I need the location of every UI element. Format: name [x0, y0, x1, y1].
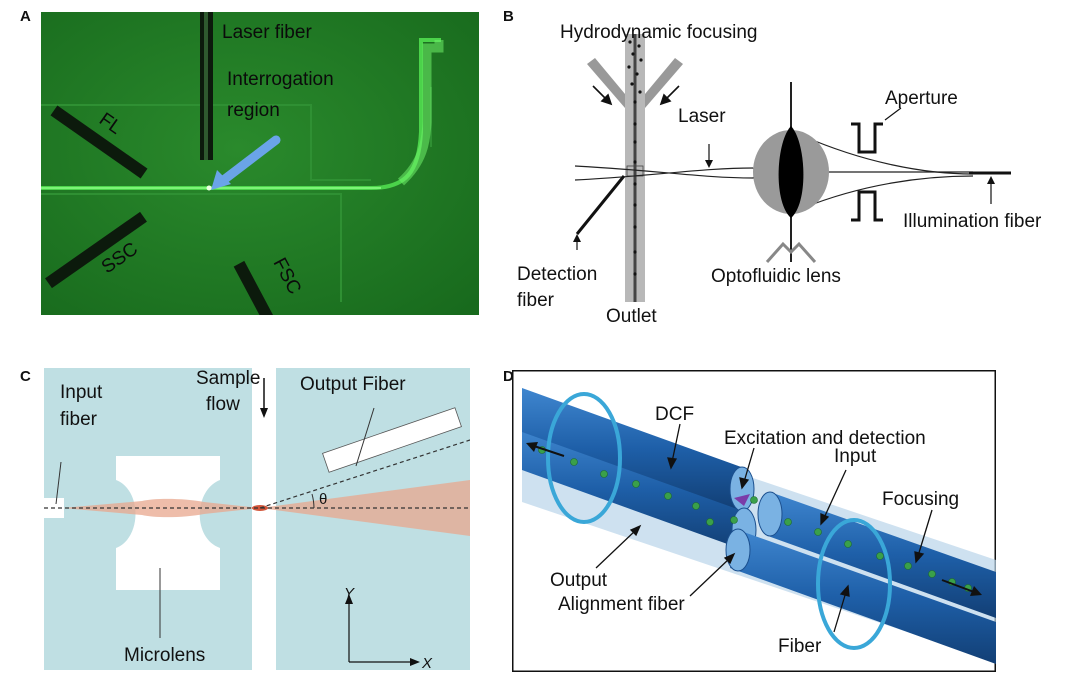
optofluidic-lens [778, 126, 804, 218]
dcf-fiber [522, 388, 744, 510]
interrogation-arrow-icon [216, 135, 281, 187]
aperture-top [851, 122, 883, 154]
theta-label: θ [319, 491, 327, 508]
panel-label-d: D [503, 368, 514, 385]
panel-label-b: B [503, 8, 514, 25]
aperture-bottom [851, 190, 883, 222]
output-fiber [522, 428, 748, 550]
laser-label: Laser [678, 106, 726, 127]
panel-a-micrograph: Laser fiber Interrogation region FL SSC … [41, 12, 479, 315]
excitation-label: Excitation and detection [724, 428, 926, 449]
panel-d-fiber-assembly: DCF Excitation and detection Input Focus… [512, 370, 996, 672]
sleeve-ring-right [816, 518, 892, 650]
output-fiber-label: Output Fiber [300, 374, 406, 395]
detection-fiber-label: fiber [517, 290, 555, 311]
microlens-label: Microlens [124, 645, 205, 666]
detection-label: Detection [517, 264, 597, 285]
microlens [116, 456, 220, 590]
focusing-label: Focusing [882, 489, 959, 510]
aperture-label: Aperture [885, 88, 958, 109]
optofluidic-label: Optofluidic lens [711, 266, 841, 287]
output-beam [260, 480, 470, 536]
outlet-label: Outlet [606, 306, 657, 327]
sleeve-ring-left [546, 392, 622, 524]
laser-fiber-label: Laser fiber [222, 22, 312, 43]
interrogation-label: Interrogation [227, 69, 334, 90]
hydrodynamic-label: Hydrodynamic focusing [560, 22, 757, 43]
alignment-fiber [730, 530, 996, 664]
excitation-marker-icon [734, 494, 750, 506]
panel-label-c: C [20, 368, 31, 385]
fl-fiber [50, 105, 148, 179]
output-label: Output [550, 570, 608, 591]
alignment-label: Alignment fiber [558, 594, 685, 615]
flow-label: flow [206, 394, 240, 415]
illumination-label: Illumination fiber [903, 211, 1042, 232]
fsc-fiber [233, 260, 275, 315]
output-fiber [322, 407, 462, 473]
dcf-label: DCF [655, 404, 694, 425]
input-fiber-label: fiber [60, 409, 98, 430]
detection-fiber [575, 175, 626, 235]
fiber-label: Fiber [778, 636, 822, 657]
input-label: Input [60, 382, 103, 403]
region-label: region [227, 100, 280, 121]
x-axis-label: X [421, 655, 433, 670]
ssc-fiber [45, 211, 147, 289]
input-label: Input [834, 446, 877, 467]
panel-label-a: A [20, 8, 31, 25]
panel-c-microlens: Input fiber Sample flow Output Fiber θ M… [44, 368, 470, 670]
sample-label: Sample [196, 368, 260, 389]
panel-b-schematic: Hydrodynamic focusing Laser Aperture Ill… [517, 22, 1042, 327]
y-axis-label: Y [344, 585, 355, 602]
